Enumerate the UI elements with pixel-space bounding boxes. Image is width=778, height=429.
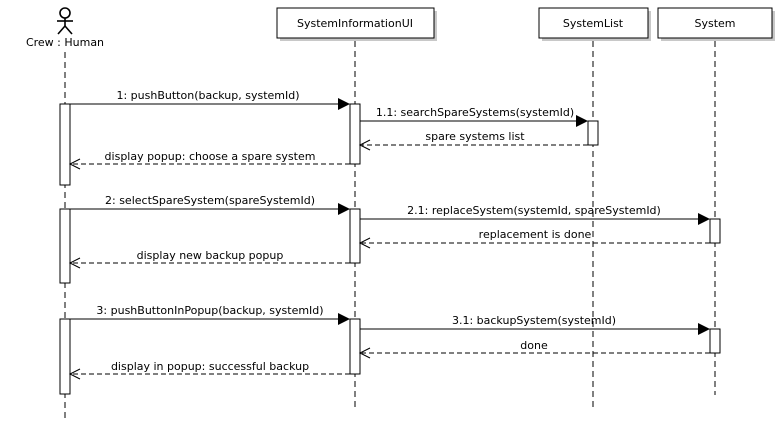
return-2-1-label: replacement is done	[479, 228, 592, 241]
message-1-label: 1: pushButton(backup, systemId)	[116, 89, 299, 102]
ui-activation-2	[349, 208, 361, 264]
crew-actor-label: Crew : Human	[26, 36, 104, 49]
list-activation	[587, 120, 599, 146]
ui-activation-3	[349, 318, 361, 375]
message-2-label: 2: selectSpareSystem(spareSystemId)	[105, 194, 315, 207]
participant-ui-label: SystemInformationUI	[297, 17, 413, 30]
return-3-1-arrowhead-icon	[358, 347, 371, 359]
participant-list-box: SystemList	[538, 7, 651, 41]
participant-ui-box: SystemInformationUI	[276, 7, 437, 41]
message-3-1-arrowhead-icon	[698, 323, 710, 335]
message-3-label: 3: pushButtonInPopup(backup, systemId)	[96, 304, 323, 317]
return-3-label: display in popup: successful backup	[111, 360, 309, 373]
return-1-label: display popup: choose a spare system	[105, 150, 316, 163]
crew-activation-1	[59, 103, 71, 186]
return-2-1-arrowhead-icon	[358, 237, 371, 249]
return-3-arrowhead-icon	[68, 368, 81, 380]
system-activation-1	[709, 218, 721, 244]
message-1-1-label: 1.1: searchSpareSystems(systemId)	[376, 106, 574, 119]
return-1-1-arrowhead-icon	[358, 139, 371, 151]
return-1-1-label: spare systems list	[425, 130, 525, 143]
crew-activation-3	[59, 318, 71, 395]
message-1-arrowhead-icon	[338, 98, 350, 110]
crew-activation-2	[59, 208, 71, 284]
message-2-arrowhead-icon	[338, 203, 350, 215]
message-3-1-label: 3.1: backupSystem(systemId)	[452, 314, 616, 327]
participant-list-label: SystemList	[563, 17, 624, 30]
return-2-arrowhead-icon	[68, 257, 81, 269]
message-2-1-arrowhead-icon	[698, 213, 710, 225]
participant-system-label: System	[694, 17, 735, 30]
participant-system-box: System	[657, 7, 775, 41]
return-3-1-label: done	[520, 339, 548, 352]
ui-activation-1	[349, 103, 361, 165]
message-3-arrowhead-icon	[338, 313, 350, 325]
system-activation-2	[709, 328, 721, 354]
message-2-1-label: 2.1: replaceSystem(systemId, spareSystem…	[407, 204, 661, 217]
return-2-label: display new backup popup	[137, 249, 284, 262]
message-1-1-arrowhead-icon	[576, 115, 588, 127]
return-1-arrowhead-icon	[68, 158, 81, 170]
crew-actor-icon	[57, 7, 73, 35]
